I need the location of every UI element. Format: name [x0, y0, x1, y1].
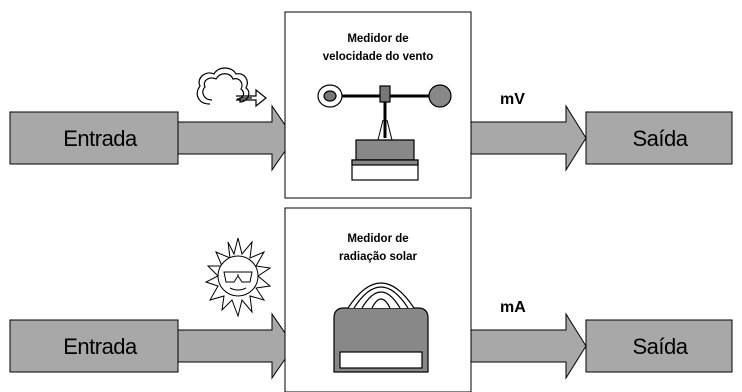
output-block: Saída [585, 111, 733, 165]
wind-gust-icon [196, 67, 267, 108]
input-label: Entrada [63, 334, 138, 359]
signal-label: mV [500, 91, 525, 108]
output-label: Saída [633, 334, 689, 359]
output-block: Saída [585, 319, 733, 373]
row-solar: Entrada Medidor de radiação solar mA [9, 207, 733, 392]
pyranometer-icon [333, 282, 429, 373]
instrument-title-line1: Medidor de [347, 33, 408, 45]
output-arrow [470, 312, 587, 380]
sun-with-sunglasses-icon [204, 237, 272, 318]
instrument-title-line1: Medidor de [347, 233, 408, 245]
row-wind: Entrada Medidor de velocidade do vento [9, 11, 733, 199]
input-block: Entrada [9, 111, 179, 165]
anemometer-icon [317, 84, 452, 181]
input-label: Entrada [63, 126, 138, 151]
input-block: Entrada [9, 319, 179, 373]
instrument-title-line2: velocidade do vento [323, 51, 434, 63]
output-arrow [470, 104, 587, 172]
instrument-title-line2: radiação solar [339, 251, 418, 263]
input-arrow [177, 104, 295, 172]
input-arrow [177, 312, 295, 380]
signal-label: mA [500, 299, 526, 316]
output-label: Saída [633, 126, 689, 151]
